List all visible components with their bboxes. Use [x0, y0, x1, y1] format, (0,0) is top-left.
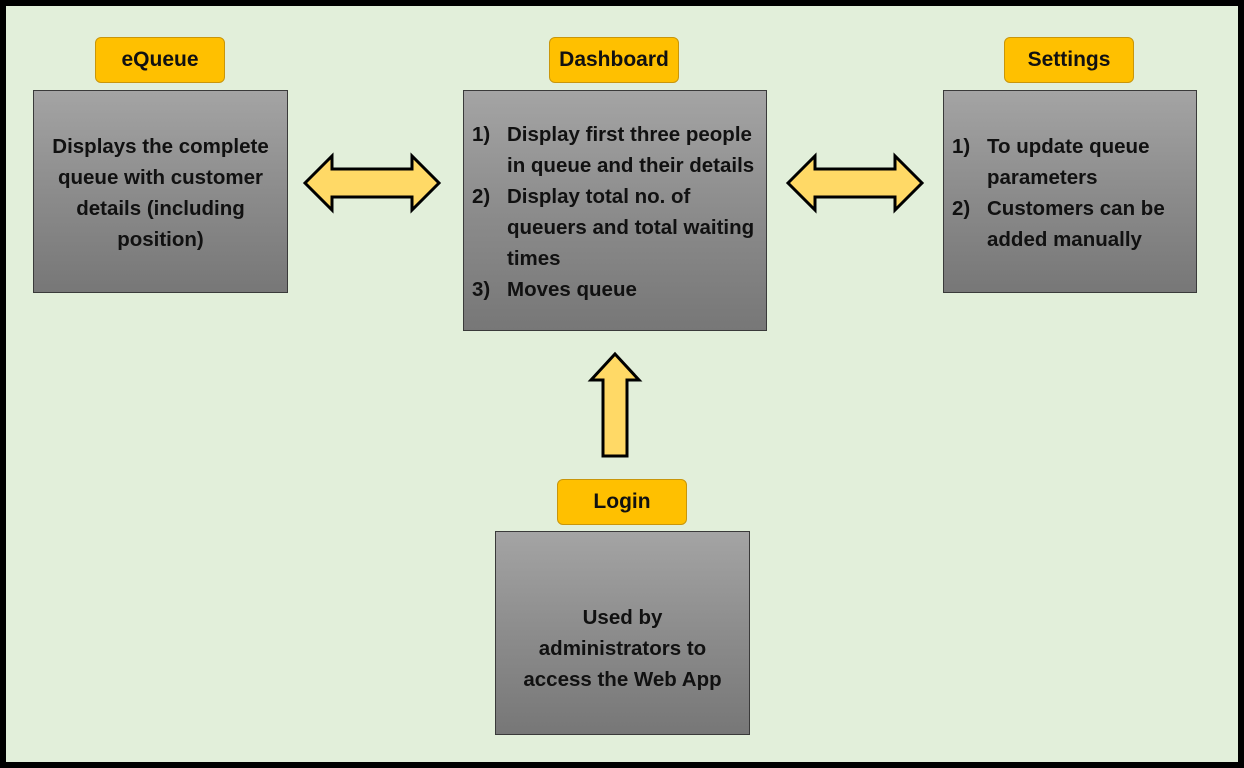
dashboard-item: 1) Display first three people in queue a…: [472, 119, 758, 181]
settings-list: 1) To update queue parameters 2) Custome…: [952, 131, 1188, 255]
equeue-label: eQueue: [95, 37, 225, 83]
settings-box: 1) To update queue parameters 2) Custome…: [943, 90, 1197, 293]
login-description: Used by administrators to access the Web…: [523, 606, 722, 691]
login-box: Used by administrators to access the Web…: [495, 531, 750, 735]
settings-label: Settings: [1004, 37, 1134, 83]
double-arrow-equeue-dashboard: [302, 152, 442, 214]
item-number: 2): [472, 185, 491, 208]
equeue-description: Displays the complete queue with custome…: [52, 135, 269, 251]
login-label: Login: [557, 479, 687, 525]
item-number: 1): [952, 135, 971, 158]
item-text: Display first three people in queue and …: [507, 123, 755, 177]
item-text: To update queue parameters: [987, 135, 1150, 189]
settings-item: 2) Customers can be added manually: [952, 193, 1188, 255]
item-number: 1): [472, 123, 491, 146]
diagram-canvas: eQueue Displays the complete queue with …: [6, 6, 1238, 762]
item-text: Display total no. of queuers and total w…: [507, 185, 755, 270]
item-number: 3): [472, 278, 491, 301]
item-text: Moves queue: [507, 278, 637, 301]
item-text: Customers can be added manually: [987, 197, 1165, 251]
up-arrow-login-dashboard: [587, 351, 643, 458]
settings-item: 1) To update queue parameters: [952, 131, 1188, 193]
dashboard-item: 2) Display total no. of queuers and tota…: [472, 181, 758, 274]
dashboard-list: 1) Display first three people in queue a…: [472, 119, 758, 305]
item-number: 2): [952, 197, 971, 220]
dashboard-item: 3) Moves queue: [472, 274, 758, 305]
dashboard-box: 1) Display first three people in queue a…: [463, 90, 767, 331]
double-arrow-dashboard-settings: [785, 152, 925, 214]
dashboard-label: Dashboard: [549, 37, 679, 83]
equeue-box: Displays the complete queue with custome…: [33, 90, 288, 293]
